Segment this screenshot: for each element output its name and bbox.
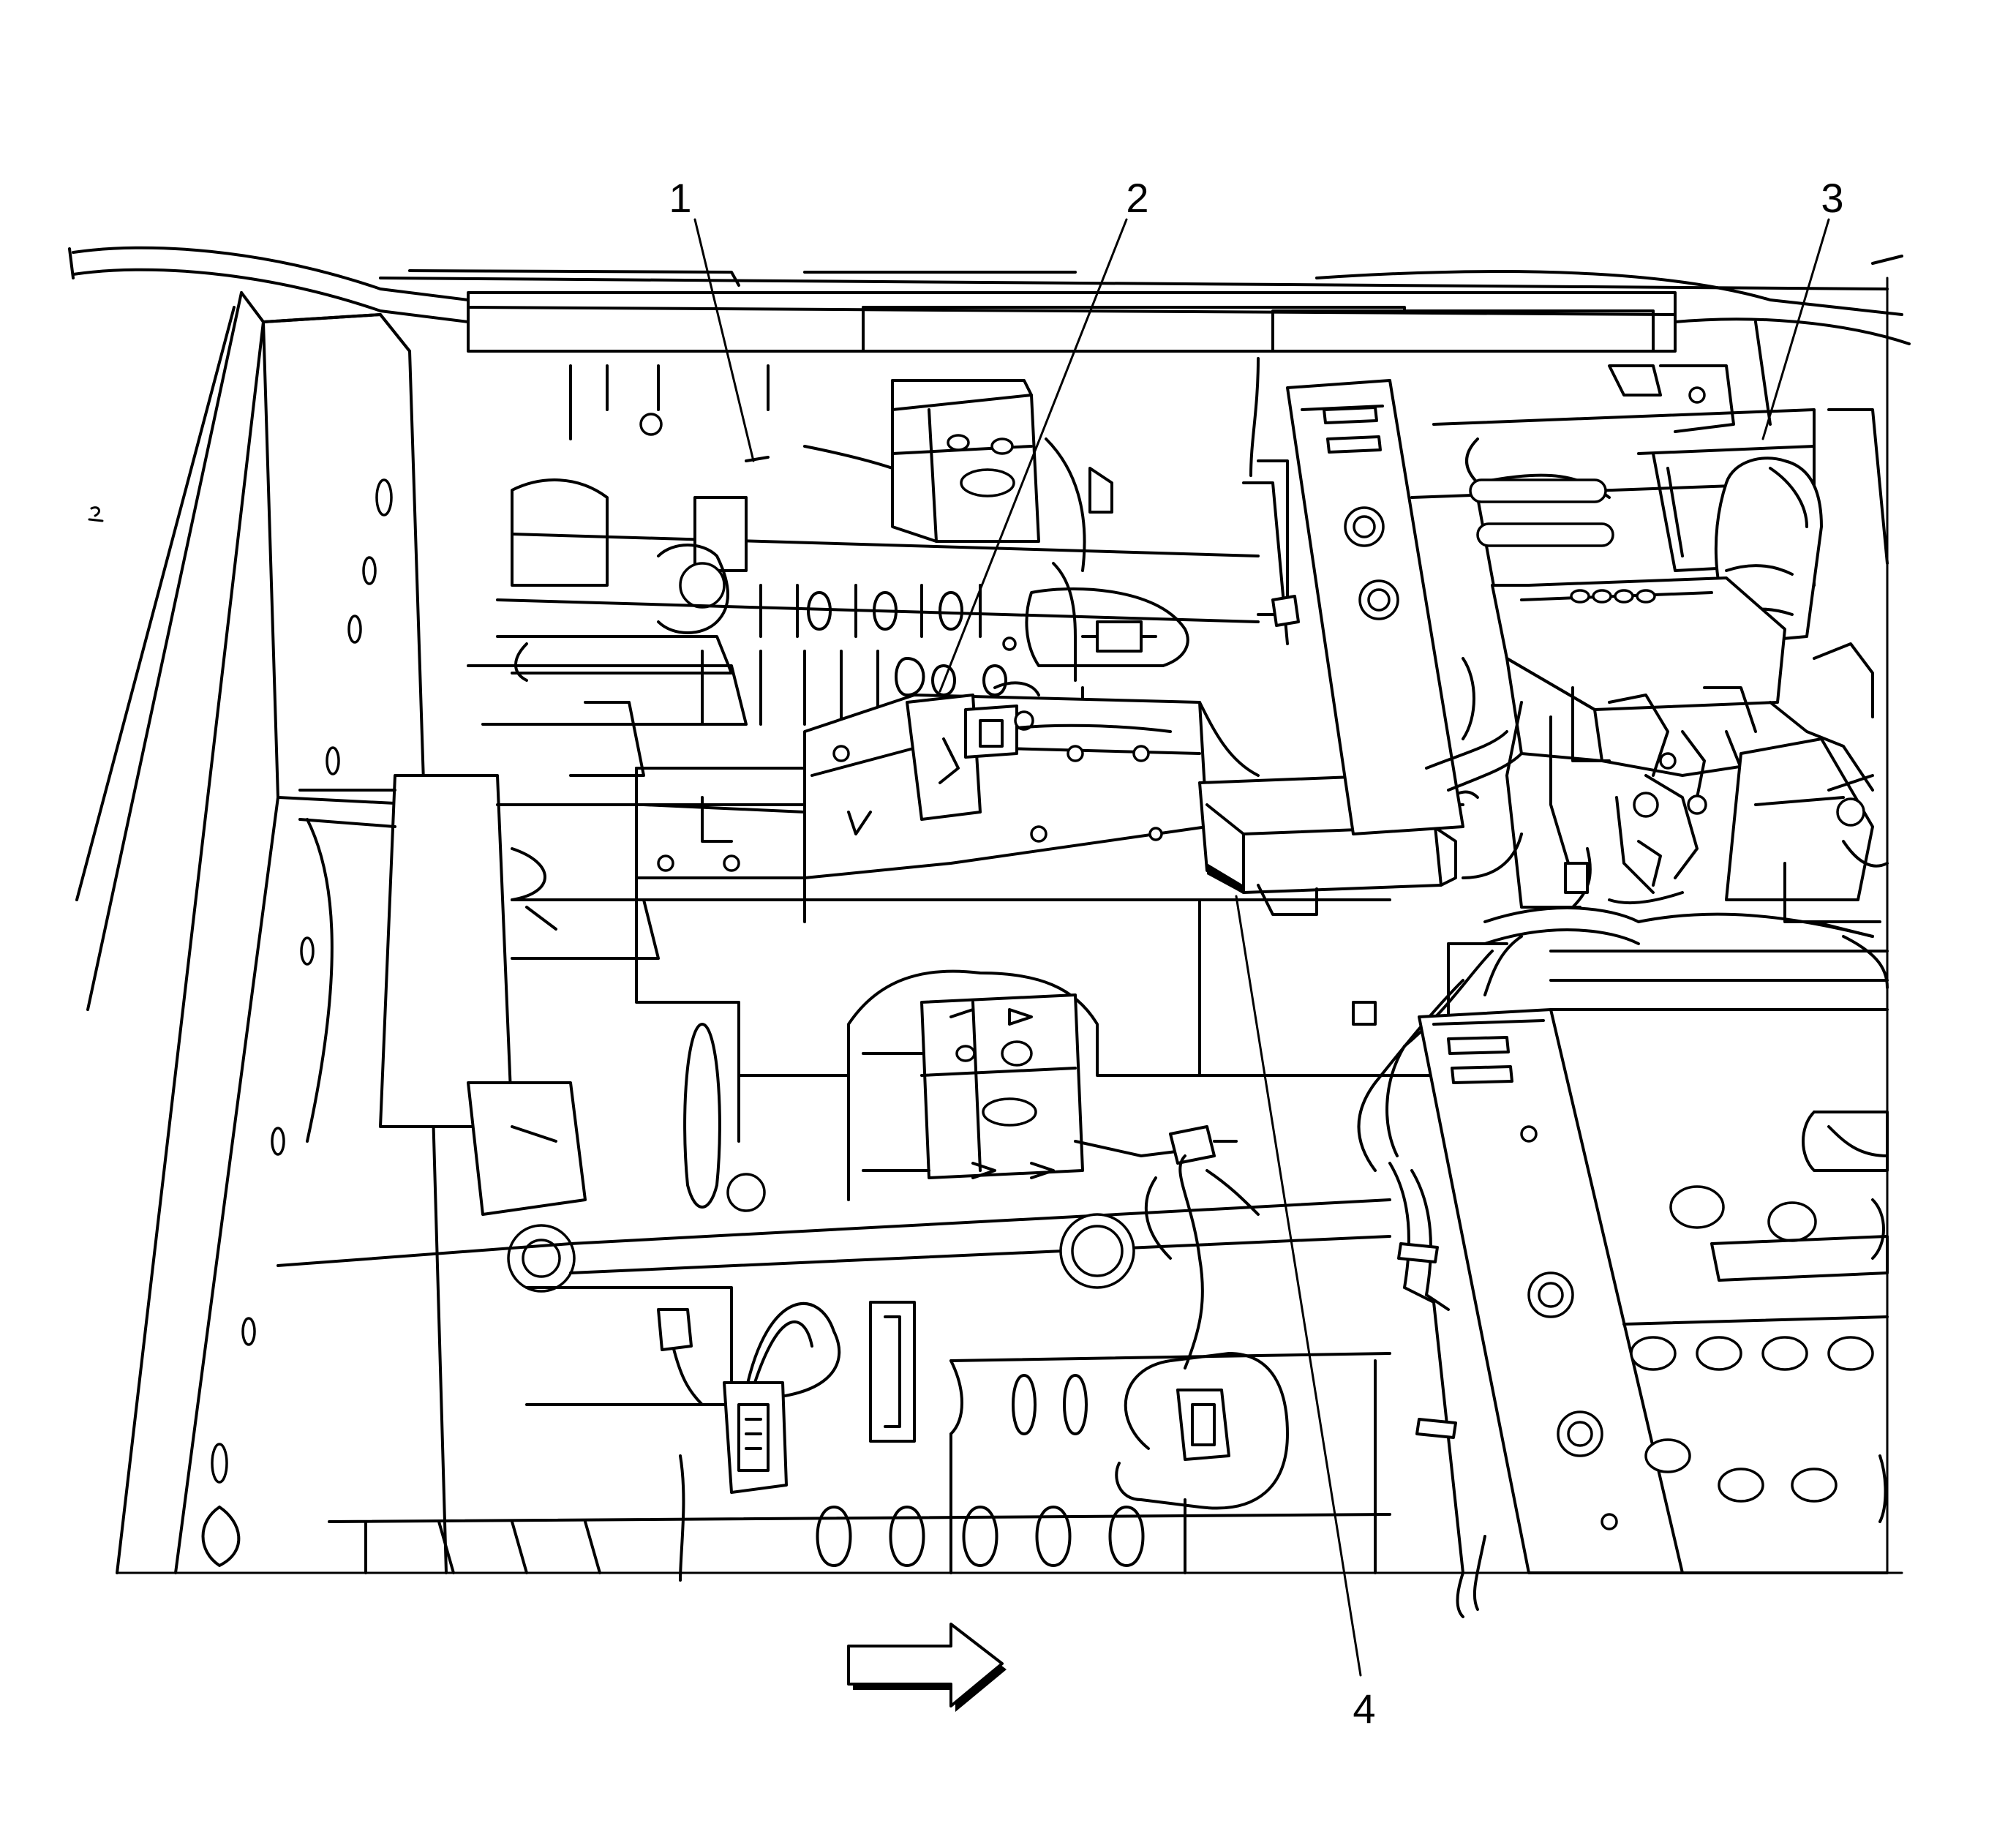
lower-floor-pan (277, 1198, 1391, 1574)
left-rocker-panel (75, 291, 448, 1574)
edge-mark (88, 506, 104, 522)
lower-seat-bracket (862, 993, 1238, 1179)
callout-labels: 1 2 3 4 (669, 175, 1843, 1732)
upper-right-frame-rail (1242, 357, 1464, 835)
right-wiring-harness (1352, 730, 1874, 1172)
lower-wiring-harness (657, 1154, 1289, 1582)
callout-4: 4 (1353, 1686, 1375, 1732)
left-floor-panel (298, 774, 1464, 1293)
callout-3: 3 (1821, 175, 1843, 221)
shifter-assembly (1462, 456, 1823, 777)
right-arrow-icon (847, 1623, 1007, 1712)
module-bracket (803, 694, 1260, 879)
upper-seat-bracket (803, 379, 1113, 682)
leader-line-4 (1235, 895, 1362, 1677)
leader-line-1 (693, 218, 755, 462)
top-crossmember (68, 246, 1911, 353)
lower-right-frame-rail (1388, 1008, 1684, 1618)
callout-1: 1 (669, 175, 691, 221)
callout-2: 2 (1126, 175, 1148, 221)
center-connector-area (993, 587, 1189, 704)
crop-edges (116, 277, 1903, 1574)
leader-lines (693, 218, 1830, 1677)
leader-line-2 (939, 218, 1128, 693)
leader-line-3 (1761, 218, 1830, 440)
upper-floor-pan (467, 364, 1260, 777)
